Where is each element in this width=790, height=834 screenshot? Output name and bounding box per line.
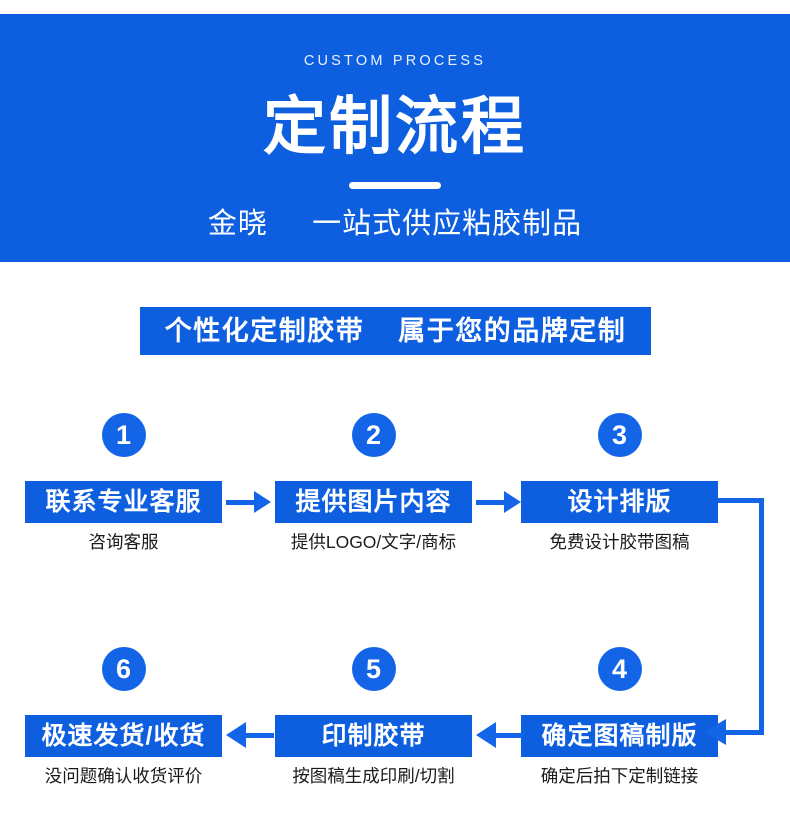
arrow-left-icon-step4-to-step5 [476,722,524,750]
arrow-right-icon-step1-to-step2 [226,490,272,514]
hero-eyebrow: CUSTOM PROCESS [303,53,487,69]
arrow-left-icon-step5-to-step6 [226,722,274,750]
step-number-badge-1: 1 [101,413,146,457]
hero-divider [349,182,441,189]
connector-segment-right [759,498,764,734]
hero-subtitle-tagline: 一站式供应粘胶制品 [312,208,583,240]
step-caption-6: 没问题确认收货评价 [44,766,203,786]
step-box-5[interactable]: 印制胶带 [275,715,472,757]
step-number-badge-6: 6 [101,647,146,691]
step-number-badge-5: 5 [351,647,396,691]
step-box-2[interactable]: 提供图片内容 [275,481,472,523]
step-box-6[interactable]: 极速发货/收货 [25,715,222,757]
step-box-4[interactable]: 确定图稿制版 [521,715,718,757]
arrow-shaft [494,733,524,738]
hero-subtitle: 金晓 一站式供应粘胶制品 [0,206,790,244]
arrow-head [476,722,496,748]
step-caption-5: 按图稿生成印刷/切割 [292,766,455,786]
section-banner: 个性化定制胶带 属于您的品牌定制 [140,307,651,355]
arrow-shaft [226,500,256,505]
step-caption-3: 免费设计胶带图稿 [549,532,690,552]
step-box-3[interactable]: 设计排版 [521,481,718,523]
connector-segment-bottom [724,730,764,735]
step-caption-1: 咨询客服 [88,532,159,552]
step-number-badge-2: 2 [351,413,396,457]
arrow-shaft [476,500,506,505]
step-box-1[interactable]: 联系专业客服 [25,481,222,523]
section-banner-text-right: 属于您的品牌定制 [398,316,627,346]
arrow-head [226,722,246,748]
connector-segment-top [718,498,764,503]
step-number-badge-3: 3 [597,413,642,457]
section-banner-text-left: 个性化定制胶带 [164,316,365,346]
arrow-head [254,491,271,513]
hero-header: CUSTOM PROCESS 定制流程 金晓 一站式供应粘胶制品 [0,14,790,262]
step-caption-4: 确定后拍下定制链接 [540,766,699,786]
step-number-badge-4: 4 [597,647,642,691]
step-caption-2: 提供LOGO/文字/商标 [290,532,457,552]
page-title: 定制流程 [263,92,527,162]
hero-subtitle-brand: 金晓 [207,208,268,240]
arrow-right-icon-step2-to-step3 [476,490,522,514]
arrow-shaft [244,733,274,738]
top-white-strip [0,0,790,14]
connector-arrow-head [704,719,726,745]
arrow-head [504,491,521,513]
